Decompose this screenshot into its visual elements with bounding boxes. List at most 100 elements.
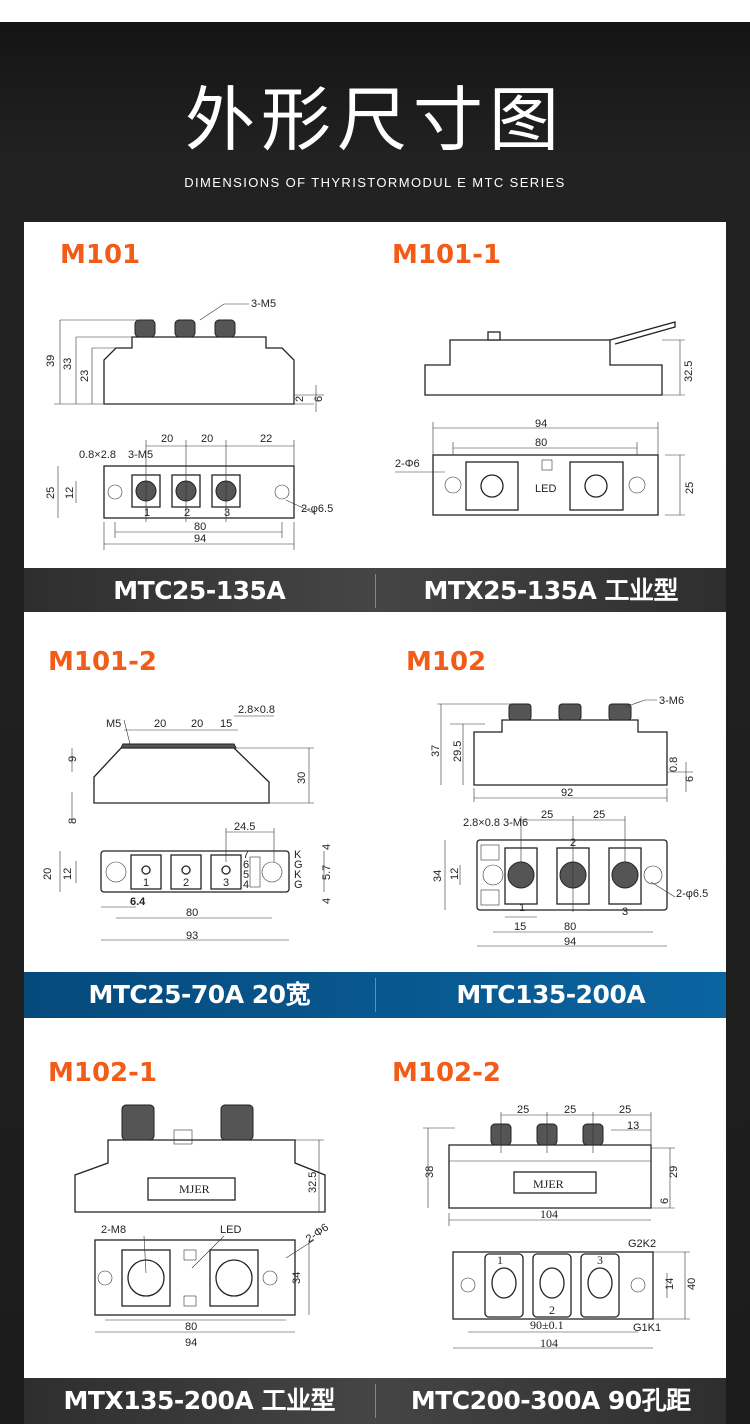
dimension-label: 34 [432,870,444,882]
dimension-label: G1K1 [633,1322,661,1334]
dimension-label: 2 [184,507,190,519]
dimension-label: 1 [519,902,525,914]
dimension-label: 94 [185,1337,197,1349]
dimension-label: 3-M5 [128,449,153,461]
drawing-m102: M102 3-M6 37 29.5 0.8 6 92 2.8×0.8 3-M6 … [375,612,726,972]
dimension-label: MJER [533,1177,564,1191]
dimension-label: 40 [686,1278,698,1290]
model-name-bar-3: MTX135-200A 工业型 MTC200-300A 90孔距 [24,1378,726,1424]
dimension-label: 20 [191,718,203,730]
dimension-label: 2-Φ6 [304,1221,331,1245]
dimension-label: 2 [549,1303,555,1317]
dimension-label: 3 [622,906,628,918]
dimension-label: 0.8×2.8 [79,449,116,461]
dimension-label: 12 [64,487,76,499]
model-name: MTC25-70A 20宽 [88,980,311,1009]
dimension-label: 80 [185,1321,197,1333]
dimension-label: 22 [260,433,272,445]
dimension-label: 25 [541,809,553,821]
terminal-icon [134,319,236,338]
dimension-label: 6 [684,776,696,782]
dimension-label: 4 [321,898,333,904]
dimension-label: 93 [186,930,198,942]
dimension-label: 80 [194,521,206,533]
model-code: M102 [406,647,486,677]
dimension-label: 20 [154,718,166,730]
dimension-label: 1 [143,877,149,889]
dimension-label: 25 [517,1104,529,1116]
dimension-label: 2.8×0.8 [238,704,275,716]
dimension-label: 13 [627,1120,639,1132]
dimension-label: 104 [540,1207,558,1221]
dimension-label: 4 [243,879,249,891]
dimension-label: 15 [514,921,526,933]
model-name-bar-1: MTC25-135A MTX25-135A 工业型 [24,568,726,614]
dimension-label: 8 [67,818,79,824]
dimension-label: 29 [668,1166,680,1178]
dimension-label: 37 [430,745,442,757]
dimension-label: K [294,849,302,861]
dimension-label: 24.5 [234,821,255,833]
dimension-label: MJER [179,1182,210,1196]
dimension-label: 20 [42,868,54,880]
dimension-label: 15 [220,718,232,730]
dimension-label: 1 [144,507,150,519]
dimension-label: 6 [659,1198,671,1204]
model-code: M101-1 [392,240,501,270]
dimension-label: 25 [684,482,696,494]
drawing-m101-1: M101-1 32.5 94 80 2-Φ6 25 LED [375,222,726,568]
dimension-label: 2.8×0.8 [463,817,500,829]
dimension-label: 94 [535,418,547,430]
dimension-label: 94 [564,936,576,948]
dimension-label: 32.5 [307,1172,319,1193]
model-code: M101 [60,240,140,270]
dimension-label: LED [535,483,556,495]
terminal-icon [508,703,632,721]
dimension-label: 39 [45,355,57,367]
dimension-label: 25 [593,809,605,821]
terminal-screw-icon [504,847,642,905]
dimension-label: 3 [223,877,229,889]
dimension-label: G [294,859,303,871]
dimension-label: G2K2 [628,1238,656,1250]
drawing-m102-1: M102-1 MJER 32.5 2-M8 LED 2-Φ6 34 80 94 [24,1018,375,1378]
dimension-label: 94 [194,533,206,545]
dimension-label: 92 [561,787,573,799]
dimension-label: 2 [183,877,189,889]
dimension-label: 29.5 [452,741,464,762]
dimension-label: 2-φ6.5 [301,503,333,515]
dimension-label: 2-Φ6 [395,458,420,470]
dimension-label: 3-M5 [251,298,276,310]
dimension-label: 25 [45,487,57,499]
model-code: M102-2 [392,1058,501,1088]
page-subtitle: DIMENSIONS OF THYRISTORMODUL E MTC SERIE… [184,175,566,190]
dimension-label: 34 [291,1272,303,1284]
dimension-label: 2 [294,396,306,402]
dimension-label: 80 [186,907,198,919]
dimension-label: 25 [564,1104,576,1116]
model-code: M102-1 [48,1058,157,1088]
dimension-label: 2-M8 [101,1224,126,1236]
dimension-label: 25 [619,1104,631,1116]
dimension-label: 5 [243,869,249,881]
dimension-label: 12 [449,868,461,880]
dimension-label: 6 [243,859,249,871]
terminal-icon [121,1104,254,1141]
dimension-label: 90±0.1 [530,1318,564,1332]
page-title: 外形尺寸图 [185,79,565,161]
dimension-label: 2-φ6.5 [676,888,708,900]
dimension-label: 1 [497,1253,503,1267]
model-name: MTC25-135A [113,576,286,605]
drawing-m102-2: M102-2 MJER 25 25 25 13 38 29 6 104 G2K2… [375,1018,726,1378]
dimension-label: 9 [67,756,79,762]
dimension-label: 30 [296,772,308,784]
dimension-label: 3-M6 [503,817,528,829]
dimension-label: 104 [540,1336,558,1350]
dimension-label: 33 [62,358,74,370]
dimension-label: 38 [424,1166,436,1178]
dimension-label: 32.5 [683,361,695,382]
dimension-label: 7 [243,849,249,861]
model-name: MTC200-300A 90孔距 [410,1386,691,1415]
dimension-label: 3-M6 [659,695,684,707]
model-code: M101-2 [48,647,157,677]
